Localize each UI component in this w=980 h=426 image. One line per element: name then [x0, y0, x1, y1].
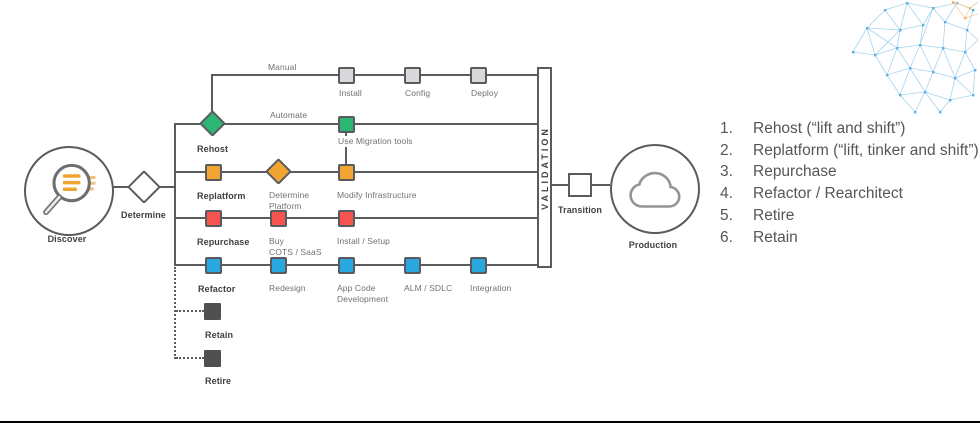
install-label: Install [339, 88, 362, 98]
use-migration-tools-label: Use Migration tools [336, 136, 415, 148]
list-item-label: Refactor / Rearchitect [753, 185, 903, 203]
integration-node [470, 257, 487, 274]
determine-platform-label: Determine Platform [269, 190, 310, 212]
list-item-number: 6. [720, 228, 733, 246]
line-migrationtools-modifyinfra [345, 132, 347, 165]
install-setup-label: Install / Setup [337, 236, 391, 246]
redesign-node [270, 257, 287, 274]
list-item-number: 3. [720, 163, 733, 181]
dotted-line-retain [176, 310, 204, 312]
determine-label: Determine [121, 210, 166, 220]
validation-label: VALIDATION [539, 125, 550, 210]
production-label: Production [628, 240, 678, 250]
list-item-label: Retire [753, 207, 795, 225]
line-branch-vertical [174, 123, 176, 266]
list-item-number: 1. [720, 119, 733, 137]
list-item: 6. Retain [720, 227, 979, 249]
line-rehost-automate-row [174, 123, 538, 125]
deploy-label: Deploy [471, 88, 499, 98]
modify-infrastructure-node [338, 164, 355, 181]
retain-label: Retain [205, 330, 234, 340]
determine-diamond [127, 170, 161, 204]
transition-box [568, 173, 592, 197]
app-code-label: App Code Development [337, 283, 389, 305]
migration-strategies-list: 1. Rehost (“lift and shift”) 2. Replatform… [720, 118, 979, 249]
list-item: 2. Replatform (“lift, tinker and shift”) [720, 140, 979, 162]
line-transition-production [590, 184, 610, 186]
line-replatform-row [174, 171, 538, 173]
alm-sdlc-node [404, 257, 421, 274]
list-item: 4. Refactor / Rearchitect [720, 183, 979, 205]
list-item-label: Retain [753, 228, 798, 246]
rehost-diamond [199, 110, 226, 137]
line-refactor-row [174, 264, 538, 266]
replatform-label: Replatform [197, 191, 246, 201]
alm-sdlc-label: ALM / SDLC [404, 283, 453, 293]
retain-node [204, 303, 221, 320]
list-item: 3. Repurchase [720, 162, 979, 184]
line-validation-transition [552, 184, 568, 186]
retire-node [204, 350, 221, 367]
install-setup-node [338, 210, 355, 227]
dotted-line-retire [176, 357, 204, 359]
line-manual-row [212, 74, 538, 76]
install-node [338, 67, 355, 84]
list-item-label: Rehost (“lift and shift”) [753, 119, 906, 137]
list-item-label: Replatform (“lift, tinker and shift”) [753, 141, 979, 159]
discover-label: Discover [47, 234, 87, 244]
buy-cots-node [270, 210, 287, 227]
rehost-label: Rehost [197, 144, 229, 154]
replatform-node [205, 164, 222, 181]
list-item-number: 5. [720, 207, 733, 225]
transition-label: Transition [557, 205, 602, 215]
manual-label: Manual [268, 62, 297, 72]
repurchase-label: Repurchase [197, 237, 250, 247]
deploy-node [470, 67, 487, 84]
cloud-icon [629, 171, 681, 208]
list-item: 1. Rehost (“lift and shift”) [720, 118, 979, 140]
dotted-line-retain-retire-vertical [174, 267, 176, 359]
list-item-number: 2. [720, 141, 733, 159]
use-migration-tools-node [338, 116, 355, 133]
buy-cots-label: Buy COTS / SaaS [269, 236, 322, 258]
repurchase-node [205, 210, 222, 227]
determine-platform-diamond [265, 158, 292, 185]
discover-circle [24, 146, 114, 236]
list-item-number: 4. [720, 185, 733, 203]
list-item: 5. Retire [720, 205, 979, 227]
line-determine-branch [158, 186, 176, 188]
refactor-node [205, 257, 222, 274]
integration-label: Integration [470, 283, 512, 293]
modify-infrastructure-label: Modify Infrastructure [337, 190, 417, 200]
line-repurchase-row [174, 217, 538, 219]
line-discover-determine [110, 186, 129, 188]
retire-label: Retire [205, 376, 232, 386]
production-circle [610, 144, 700, 234]
line-manual-stub [211, 74, 213, 124]
validation-bar: VALIDATION [537, 67, 552, 268]
refactor-label: Refactor [198, 284, 236, 294]
app-code-node [338, 257, 355, 274]
config-label: Config [405, 88, 431, 98]
list-item-label: Repurchase [753, 163, 837, 181]
magnifier-icon [43, 163, 96, 216]
network-mesh-decoration [852, 1, 979, 114]
redesign-label: Redesign [269, 283, 306, 293]
automate-label: Automate [270, 110, 308, 120]
slide-bottom-rule [0, 421, 980, 423]
config-node [404, 67, 421, 84]
